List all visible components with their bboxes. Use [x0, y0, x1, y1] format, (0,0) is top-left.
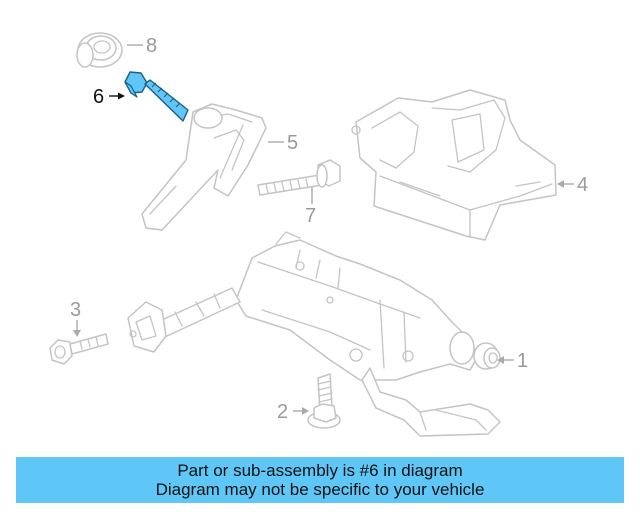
- info-banner: Part or sub-assembly is #6 in diagram Di…: [16, 457, 624, 503]
- part-2-bolt[interactable]: [307, 373, 341, 429]
- banner-line-2: Diagram may not be specific to your vehi…: [155, 480, 485, 499]
- part-7-bolt[interactable]: [257, 159, 341, 196]
- part-4-housing[interactable]: [351, 89, 557, 241]
- callout-1[interactable]: 1: [517, 350, 528, 372]
- banner-line-1: Part or sub-assembly is #6 in diagram: [177, 461, 463, 480]
- part-8-grommet[interactable]: [76, 32, 123, 68]
- callout-6[interactable]: 6: [93, 86, 104, 108]
- arrow-3-icon: [73, 330, 81, 337]
- callout-3[interactable]: 3: [70, 299, 81, 321]
- callout-8[interactable]: 8: [146, 35, 157, 57]
- part-5-bracket[interactable]: [141, 103, 267, 231]
- parts-diagram: 8 6 5 7 4: [49, 32, 588, 437]
- part-1-steering-column[interactable]: [127, 231, 501, 437]
- part-6-bolt[interactable]: [124, 71, 189, 122]
- callout-2[interactable]: 2: [277, 401, 288, 423]
- arrow-6-icon: [118, 92, 125, 100]
- callout-4[interactable]: 4: [577, 174, 588, 196]
- callout-5[interactable]: 5: [287, 132, 298, 154]
- arrow-1-icon: [497, 356, 504, 364]
- arrow-2-icon: [302, 407, 309, 415]
- arrow-4-icon: [557, 180, 564, 188]
- part-3-bolt[interactable]: [49, 333, 109, 365]
- callout-7[interactable]: 7: [305, 205, 316, 227]
